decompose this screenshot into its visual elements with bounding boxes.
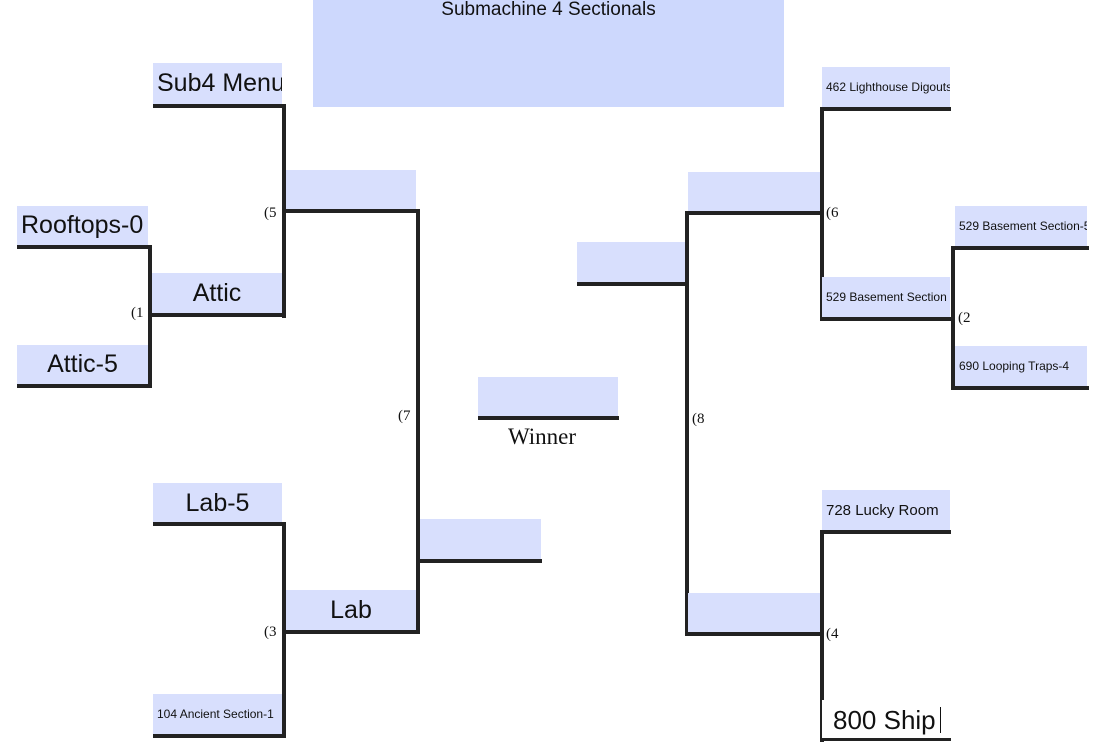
slot-right-semifinal-bottom[interactable]: [688, 593, 820, 633]
bracket-line: [416, 559, 542, 563]
slot-left-finalist[interactable]: [420, 519, 541, 559]
bracket-line: [17, 384, 152, 388]
slot-690-looping-traps[interactable]: 690 Looping Traps-4: [955, 346, 1087, 386]
bracket-line: [153, 104, 286, 108]
slot-right-finalist[interactable]: [577, 242, 685, 282]
bracket-line: [820, 738, 951, 741]
bracket-line: [951, 246, 1089, 250]
slot-right-semifinal-top[interactable]: [688, 172, 820, 212]
winner-slot[interactable]: [478, 377, 618, 417]
bracket-line: [282, 209, 420, 213]
slot-attic[interactable]: Attic: [152, 273, 282, 314]
bracket-line: [478, 416, 619, 420]
bracket-line: [951, 246, 955, 389]
bracket-line: [820, 530, 824, 742]
winner-label: Winner: [508, 424, 577, 449]
slot-529-basement-section[interactable]: 529 Basement Section: [822, 277, 950, 317]
bracket-line: [148, 313, 286, 317]
bracket-line: [153, 522, 286, 526]
slot-sub4-menu[interactable]: Sub4 Menu: [153, 63, 282, 104]
seed-label-7: (7: [398, 408, 411, 424]
bracket-line: [685, 632, 824, 636]
seed-label-6: (6: [826, 205, 839, 221]
seed-label-1: (1: [131, 305, 144, 321]
slot-462-lighthouse-digouts[interactable]: 462 Lighthouse Digouts: [822, 67, 950, 107]
slot-attic-5[interactable]: Attic-5: [17, 345, 148, 384]
bracket-line: [685, 211, 824, 215]
slot-800-ship[interactable]: 800 Ship: [822, 700, 950, 740]
bracket-line: [951, 386, 1089, 390]
bracket-line: [820, 108, 824, 321]
bracket-title: Submachine 4 Sectionals: [313, 0, 784, 107]
bracket-line: [153, 734, 286, 738]
seed-label-8: (8: [692, 411, 705, 427]
slot-rooftops[interactable]: Rooftops-0: [17, 206, 148, 245]
bracket-line: [17, 245, 152, 249]
slot-lab[interactable]: Lab: [286, 590, 416, 630]
slot-lab-5[interactable]: Lab-5: [153, 483, 282, 523]
bracket-line: [416, 209, 420, 634]
bracket-line: [577, 282, 689, 286]
slot-left-semifinal-top[interactable]: [286, 170, 416, 210]
bracket-line: [820, 107, 951, 111]
bracket-line: [282, 630, 420, 634]
seed-label-5: (5: [264, 205, 277, 221]
seed-label-4: (4: [826, 626, 839, 642]
slot-529-basement-section-5[interactable]: 529 Basement Section-5: [955, 206, 1087, 246]
bracket-line: [820, 317, 955, 321]
text-cursor: [940, 707, 941, 733]
bracket-line: [820, 530, 951, 534]
slot-104-ancient-section[interactable]: 104 Ancient Section-1: [153, 694, 282, 734]
slot-728-lucky-room[interactable]: 728 Lucky Room: [822, 490, 950, 530]
bracket-line: [685, 211, 689, 636]
seed-label-2: (2: [958, 310, 971, 326]
seed-label-3: (3: [264, 624, 277, 640]
